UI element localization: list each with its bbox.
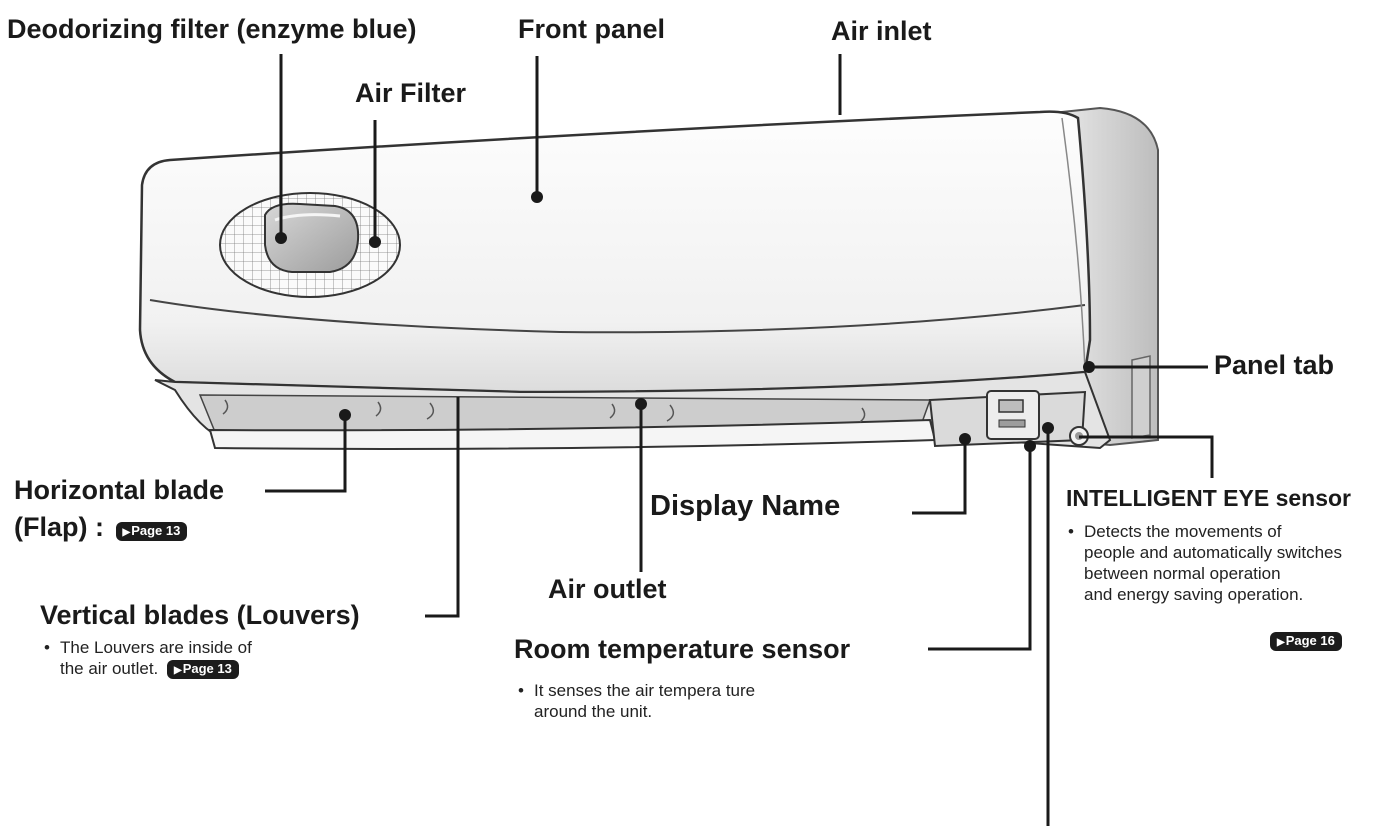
label-flap-text: (Flap) : bbox=[14, 512, 104, 542]
note-line: the air outlet. ▶Page 13 bbox=[44, 658, 252, 679]
leader-vertical-blades bbox=[425, 397, 460, 618]
louver-hints bbox=[222, 399, 866, 423]
note-intelligent-eye: •Detects the movements of people and aut… bbox=[1068, 521, 1342, 605]
page-ref-flap[interactable]: ▶Page 13 bbox=[115, 522, 188, 541]
wall-bracket bbox=[1131, 355, 1151, 439]
label-flap: (Flap) : ▶Page 13 bbox=[14, 512, 188, 543]
display-led-strip bbox=[998, 419, 1026, 428]
label-display-name: Display Name bbox=[650, 490, 841, 522]
note-line: and energy saving operation. bbox=[1084, 585, 1304, 604]
page-ref-intelligent-eye[interactable]: ▶Page 16 bbox=[1270, 632, 1342, 651]
note-line: •It senses the air tempera ture bbox=[518, 681, 756, 700]
dot-air-outlet bbox=[635, 398, 647, 410]
label-air-filter: Air Filter bbox=[355, 78, 467, 108]
note-line: people and automatically switches bbox=[1084, 543, 1342, 562]
dot-air-filter bbox=[369, 236, 381, 248]
label-panel-tab: Panel tab bbox=[1214, 350, 1335, 380]
dot-horizontal-blade bbox=[339, 409, 351, 421]
note-vertical-blades: •The Louvers are inside of the air outle… bbox=[44, 637, 252, 679]
note-line: around the unit. bbox=[534, 702, 653, 721]
dot-bottom bbox=[1042, 422, 1054, 434]
dot-deodorizing-filter bbox=[275, 232, 287, 244]
display-window bbox=[986, 390, 1040, 440]
leader-display bbox=[912, 440, 967, 515]
leader-room-temp bbox=[928, 446, 1032, 651]
note-line: •The Louvers are inside of bbox=[44, 638, 252, 657]
deodorizing-filter-cartridge bbox=[264, 202, 360, 273]
leader-intelligent-eye bbox=[1079, 435, 1214, 478]
panel-right-edge bbox=[1061, 117, 1086, 371]
label-intelligent-eye: INTELLIGENT EYE sensor bbox=[1066, 485, 1351, 511]
leader-lines bbox=[265, 54, 1214, 826]
label-deodorizing-filter: Deodorizing filter (enzyme blue) bbox=[7, 14, 417, 44]
dot-panel-tab bbox=[1083, 361, 1095, 373]
label-front-panel: Front panel bbox=[518, 14, 665, 44]
leader-horizontal-blade bbox=[265, 415, 347, 493]
play-arrow-icon: ▶ bbox=[122, 527, 131, 538]
play-arrow-icon: ▶ bbox=[174, 665, 182, 676]
unit-front-panel bbox=[138, 110, 1092, 394]
leader-dots bbox=[275, 191, 1095, 452]
note-line: between normal operation bbox=[1084, 564, 1281, 583]
indoor-unit bbox=[138, 106, 1159, 450]
label-air-outlet: Air outlet bbox=[548, 574, 667, 604]
note-line: •Detects the movements of bbox=[1068, 522, 1282, 541]
label-horizontal-blade: Horizontal blade bbox=[14, 475, 225, 505]
note-room-temperature-sensor: •It senses the air tempera ture around t… bbox=[518, 680, 755, 722]
page-ref-louvers[interactable]: ▶Page 13 bbox=[167, 660, 239, 679]
dot-front-panel bbox=[531, 191, 543, 203]
dot-room-temp bbox=[1024, 440, 1036, 452]
display-lamp bbox=[998, 399, 1024, 413]
dot-display bbox=[959, 433, 971, 445]
panel-seam bbox=[149, 299, 1086, 334]
label-vertical-blades: Vertical blades (Louvers) bbox=[40, 600, 360, 630]
label-air-inlet: Air inlet bbox=[831, 16, 932, 46]
label-room-temperature-sensor: Room temperature sensor bbox=[514, 634, 851, 664]
play-arrow-icon: ▶ bbox=[1277, 637, 1285, 648]
